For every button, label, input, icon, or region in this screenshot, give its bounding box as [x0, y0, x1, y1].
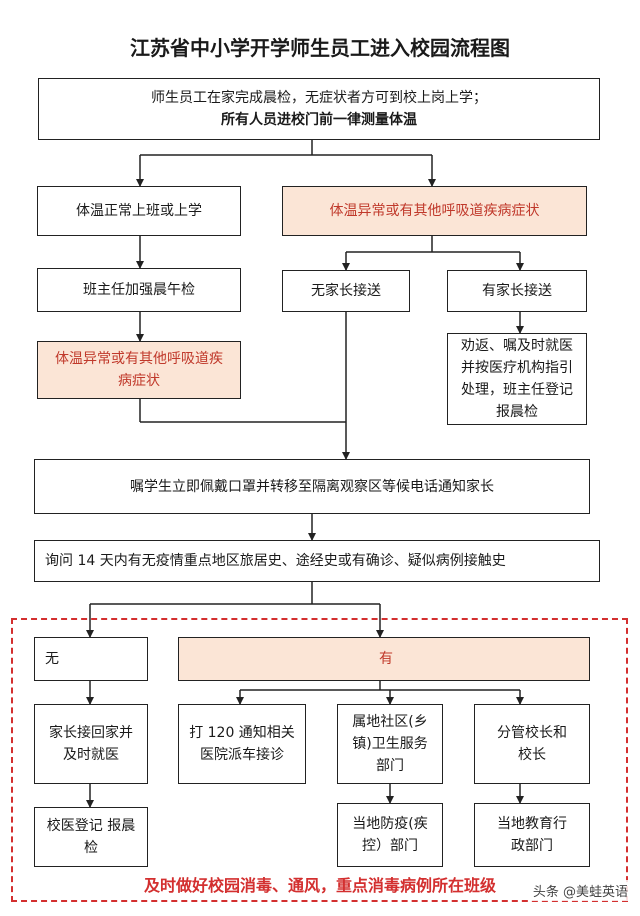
node-inquire: 询问 14 天内有无疫情重点地区旅居史、途经史或有确诊、疑似病例接触史 [34, 540, 600, 582]
node-yes: 有 [178, 637, 590, 681]
dashed-region [11, 618, 628, 902]
node-advise-home: 劝返、嘱及时就医并按医疗机构指引处理，班主任登记报晨检 [447, 333, 587, 425]
node-none: 无 [34, 637, 148, 681]
node-cdc: 当地防疫(疾控）部门 [337, 803, 443, 867]
node-noon-check: 班主任加强晨午检 [37, 268, 241, 312]
watermark: 头条 @美蛙英语 [528, 880, 632, 901]
node-abnormal-noon: 体温异常或有其他呼吸道疾病症状 [37, 341, 241, 399]
disinfection-note: 及时做好校园消毒、通风，重点消毒病例所在班级 [143, 876, 496, 895]
node-community: 属地社区(乡镇)卫生服务部门 [337, 704, 443, 784]
node-isolate: 嘱学生立即佩戴口罩并转移至隔离观察区等候电话通知家长 [34, 459, 590, 514]
node-abnormal-temp: 体温异常或有其他呼吸道疾病症状 [282, 186, 587, 236]
node-edu-dept: 当地教育行政部门 [474, 803, 590, 867]
step-home-check-line1: 师生员工在家完成晨检，无症状者方可到校上岗上学； [151, 90, 487, 106]
node-call-120: 打 120 通知相关医院派车接诊 [178, 704, 306, 784]
step-home-check-line2: 所有人员进校门前一律测量体温 [221, 112, 417, 128]
page-title: 江苏省中小学开学师生员工进入校园流程图 [130, 36, 510, 60]
node-parent-pickup: 家长接回家并及时就医 [34, 704, 148, 784]
node-normal-temp: 体温正常上班或上学 [37, 186, 241, 236]
node-no-parent: 无家长接送 [282, 270, 410, 312]
node-school-doctor: 校医登记 报晨检 [34, 807, 148, 867]
node-has-parent: 有家长接送 [447, 270, 587, 312]
node-principal: 分管校长和校长 [474, 704, 590, 784]
step-home-check: 师生员工在家完成晨检，无症状者方可到校上岗上学； 所有人员进校门前一律测量体温 [38, 78, 600, 140]
